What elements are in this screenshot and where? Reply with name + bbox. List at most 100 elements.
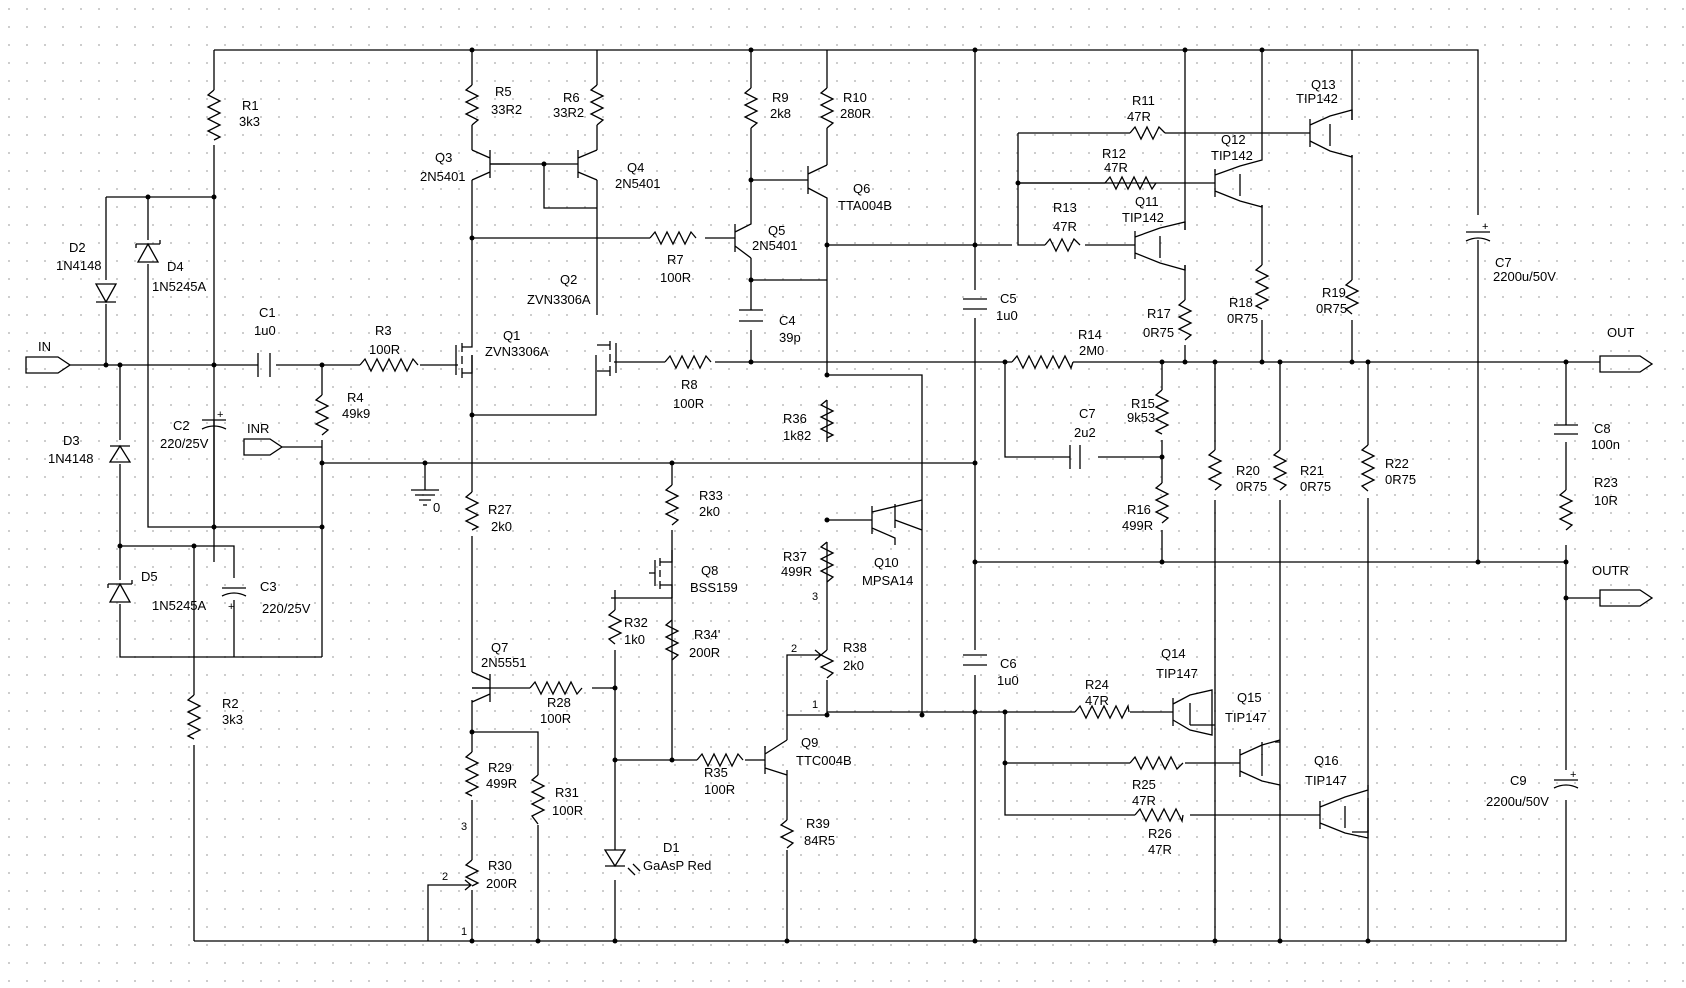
junction-dot bbox=[319, 460, 325, 466]
junction-dot bbox=[669, 757, 675, 763]
port-out-label: OUT bbox=[1607, 325, 1635, 340]
junction-dot bbox=[541, 161, 547, 167]
r18-value: 0R75 bbox=[1227, 311, 1258, 326]
c7b-ref: C7 bbox=[1495, 255, 1512, 270]
resistor-symbol-r26 bbox=[1134, 807, 1184, 824]
r19-ref: R19 bbox=[1322, 285, 1346, 300]
r34-value: 200R bbox=[689, 645, 720, 660]
resistor-symbol-r13 bbox=[1044, 237, 1081, 253]
r28-value: 100R bbox=[540, 711, 571, 726]
mosfet-symbol-q2 bbox=[597, 341, 622, 376]
r31-ref: R31 bbox=[555, 785, 579, 800]
r35-ref: R35 bbox=[704, 765, 728, 780]
r2-value: 3k3 bbox=[222, 712, 243, 727]
c4-value: 39p bbox=[779, 330, 801, 345]
resistor-symbol-r4 bbox=[314, 394, 330, 436]
plus-mark-c2: + bbox=[217, 409, 223, 421]
r30-pin-2: 2 bbox=[442, 871, 448, 883]
c6-value: 1u0 bbox=[997, 673, 1019, 688]
junction-dot bbox=[1002, 709, 1008, 715]
c9-value: 2200u/50V bbox=[1486, 794, 1549, 809]
q8-ref: Q8 bbox=[701, 563, 718, 578]
r38-ref: R38 bbox=[843, 640, 867, 655]
r36-ref: R36 bbox=[783, 411, 807, 426]
junction-dot bbox=[612, 685, 618, 691]
junction-dot bbox=[1015, 180, 1021, 186]
r21-value: 0R75 bbox=[1300, 479, 1331, 494]
r24-ref: R24 bbox=[1085, 677, 1109, 692]
junction-dot bbox=[1212, 938, 1218, 944]
r12-ref: R12 bbox=[1102, 146, 1126, 161]
led-symbol-d1 bbox=[603, 849, 641, 876]
r6-ref: R6 bbox=[563, 90, 580, 105]
resistor-symbol-r39 bbox=[779, 819, 795, 849]
c6-ref: C6 bbox=[1000, 656, 1017, 671]
r16-value: 499R bbox=[1122, 518, 1153, 533]
c1-value: 1u0 bbox=[254, 323, 276, 338]
r20-ref: R20 bbox=[1236, 463, 1260, 478]
c9-ref: C9 bbox=[1510, 773, 1527, 788]
resistor-symbol-r10 bbox=[819, 87, 835, 129]
q7-value: 2N5551 bbox=[481, 655, 527, 670]
r15-ref: R15 bbox=[1131, 396, 1155, 411]
resistor-symbol-r1 bbox=[206, 89, 222, 141]
d2-ref: D2 bbox=[69, 240, 86, 255]
resistor-symbol-r15 bbox=[1154, 389, 1170, 435]
resistor-symbol-r35 bbox=[696, 752, 744, 768]
r11-ref: R11 bbox=[1132, 93, 1155, 108]
resistor-symbol-r36 bbox=[819, 399, 835, 439]
r26-value: 47R bbox=[1148, 842, 1172, 857]
q3-value: 2N5401 bbox=[420, 169, 466, 184]
port-out-symbol bbox=[1599, 355, 1654, 373]
junction-dot bbox=[612, 757, 618, 763]
ground-label: 0 bbox=[433, 500, 440, 515]
r39-value: 84R5 bbox=[804, 833, 835, 848]
r38-value: 2k0 bbox=[843, 658, 864, 673]
capacitor-symbol-c5 bbox=[963, 298, 987, 310]
junction-dot bbox=[211, 194, 217, 200]
c2-ref: C2 bbox=[173, 418, 190, 433]
junction-dot bbox=[1365, 938, 1371, 944]
r4-value: 49k9 bbox=[342, 406, 370, 421]
junction-dot bbox=[469, 412, 475, 418]
q7-ref: Q7 bbox=[491, 640, 508, 655]
d1-value: GaAsP Red bbox=[643, 858, 711, 873]
capacitor-symbol-c3 bbox=[221, 587, 247, 597]
zener-symbol-d5 bbox=[107, 580, 133, 603]
resistor-symbol-r37 bbox=[819, 541, 835, 583]
junction-dot bbox=[1277, 359, 1283, 365]
r9-value: 2k8 bbox=[770, 106, 791, 121]
junction-dot bbox=[145, 194, 151, 200]
bjt-symbol-q10 bbox=[871, 499, 923, 545]
junction-dot bbox=[1002, 359, 1008, 365]
port-outr-symbol bbox=[1599, 589, 1654, 607]
q12-value: TIP142 bbox=[1211, 148, 1253, 163]
q5-ref: Q5 bbox=[768, 223, 785, 238]
q3-ref: Q3 bbox=[435, 150, 452, 165]
junction-dot bbox=[1563, 595, 1569, 601]
r17-ref: R17 bbox=[1147, 306, 1171, 321]
junction-dot bbox=[972, 559, 978, 565]
resistor-symbol-r22 bbox=[1360, 444, 1376, 492]
resistor-symbol-r24 bbox=[1074, 703, 1130, 720]
c7a-ref: C7 bbox=[1079, 406, 1096, 421]
q11-ref: Q11 bbox=[1135, 194, 1159, 209]
c5-value: 1u0 bbox=[996, 308, 1018, 323]
resistor-symbol-r19 bbox=[1344, 279, 1360, 315]
r30-ref: R30 bbox=[488, 858, 512, 873]
junction-dot bbox=[748, 177, 754, 183]
junction-dot bbox=[1563, 559, 1569, 565]
junction-dot bbox=[972, 460, 978, 466]
r27-value: 2k0 bbox=[491, 519, 512, 534]
c8-ref: C8 bbox=[1594, 421, 1611, 436]
r33-ref: R33 bbox=[699, 488, 723, 503]
junction-dot bbox=[669, 460, 675, 466]
q11-value: TIP142 bbox=[1122, 210, 1164, 225]
resistor-symbol-r14 bbox=[1011, 354, 1074, 370]
bjt-symbol-q6 bbox=[807, 164, 828, 210]
junction-dot bbox=[748, 359, 754, 365]
port-inr-symbol bbox=[243, 438, 284, 456]
q13-ref: Q13 bbox=[1311, 77, 1336, 92]
junction-dot bbox=[1259, 47, 1265, 53]
